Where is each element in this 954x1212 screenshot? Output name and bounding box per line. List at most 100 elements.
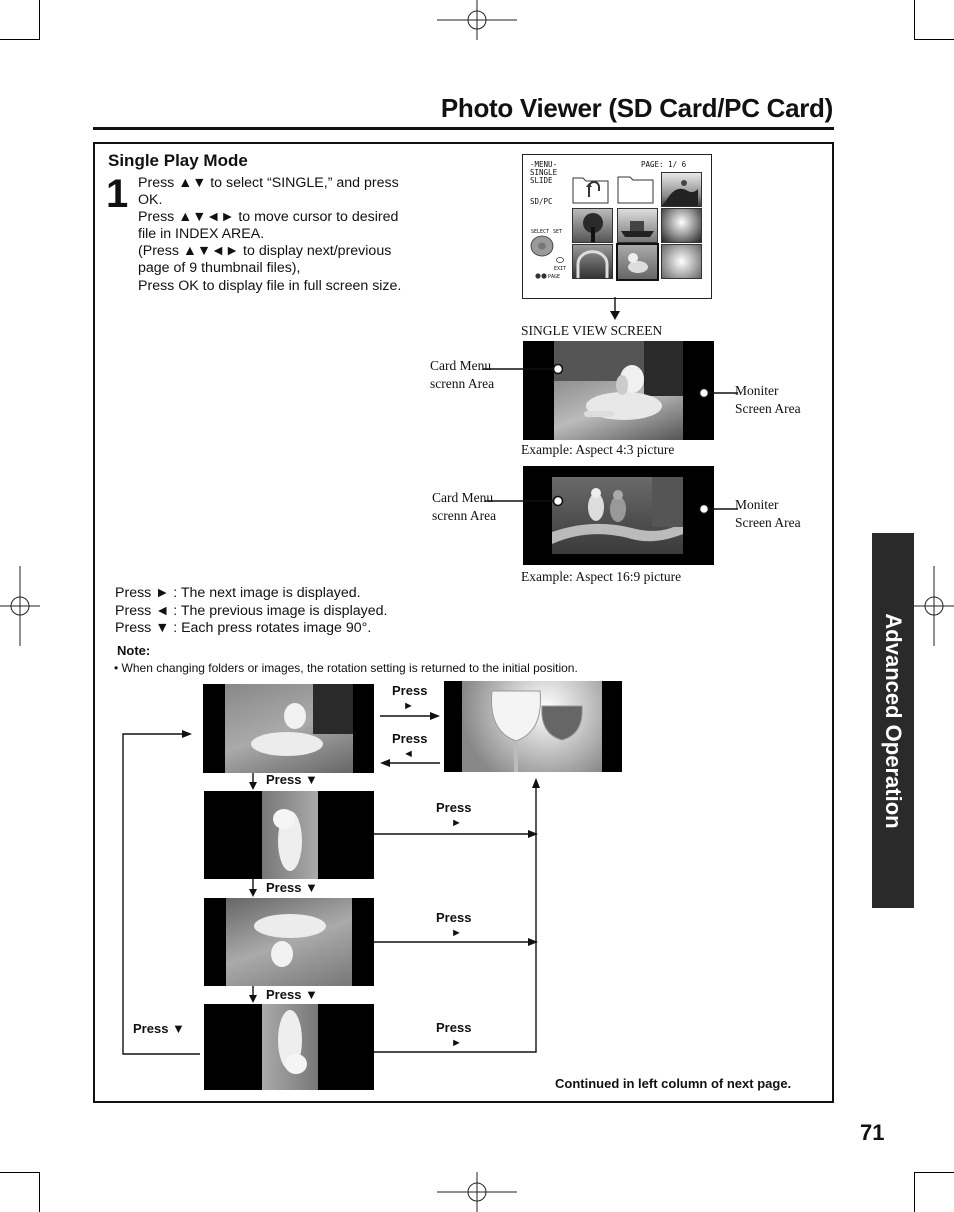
step-number: 1	[106, 172, 129, 216]
page-title: Photo Viewer (SD Card/PC Card)	[440, 93, 833, 123]
flow-screen-4	[204, 1004, 374, 1090]
flow-label-press: Press	[392, 731, 428, 746]
flow-label-press: Press	[436, 1020, 472, 1035]
thumbnail-ship	[617, 208, 658, 243]
title-rule	[93, 127, 834, 130]
dog-photo-rotated-270	[262, 1004, 318, 1090]
step-line: (Press ▲▼◄► to display next/previous	[138, 243, 392, 260]
step-line: file in INDEX AREA.	[138, 226, 265, 243]
dpad-icon	[530, 235, 554, 257]
side-tab: Advanced Operation	[872, 533, 914, 908]
card-menu-line: screnn Area	[430, 375, 495, 391]
exit-button-icon	[556, 257, 564, 263]
thumbnail-sunset	[661, 208, 702, 243]
step-instructions: Press ▲▼ to select “SINGLE,” and press O…	[138, 175, 413, 295]
parrots-photo	[552, 477, 683, 554]
flow-label-press-down: Press ▼	[266, 772, 318, 787]
continued-note: Continued in left column of next page.	[555, 1076, 792, 1091]
thumbnail-arch	[572, 244, 613, 279]
flow-label-arrow: ►	[451, 817, 462, 829]
registration-mark-icon	[437, 1172, 517, 1212]
flow-screen-1	[203, 684, 374, 773]
dog-photo-rotated-90	[262, 791, 318, 879]
crop-mark	[39, 0, 40, 40]
flow-label-arrow: ►	[451, 927, 462, 939]
down-arrow-icon	[610, 297, 620, 320]
crop-mark	[914, 1172, 915, 1212]
set-label: SET	[553, 229, 563, 235]
dog-photo	[554, 341, 683, 440]
press-line: Press ▼ : Each press rotates image 90°.	[115, 620, 372, 637]
thumbnail-dog-selected	[616, 243, 659, 281]
crop-mark	[914, 39, 954, 40]
thumbnail-flower	[661, 244, 702, 279]
note-text: • When changing folders or images, the r…	[114, 661, 578, 675]
example-4-3-caption: Example: Aspect 4:3 picture	[521, 442, 675, 457]
dog-photo-rotated-180	[226, 898, 352, 986]
monitor-line: Screen Area	[735, 514, 801, 530]
step-line: Press OK to display file in full screen …	[138, 277, 402, 294]
step-line: OK.	[138, 192, 163, 209]
step-line: Press ▲▼ to select “SINGLE,” and press	[138, 175, 399, 191]
flow-label-arrow: ►	[451, 1037, 462, 1049]
registration-mark-icon	[437, 0, 517, 40]
flow-label-press: Press	[436, 910, 472, 925]
menu-screen: -MENU- SINGLE SLIDE SD/PC PAGE: 1/ 6 SEL…	[522, 154, 712, 299]
crop-mark	[914, 0, 915, 40]
registration-mark-icon	[0, 566, 40, 646]
card-menu-label: Card Menu screnn Area	[430, 357, 494, 392]
wine-photo	[462, 681, 602, 772]
flow-label-press-down: Press ▼	[266, 880, 318, 895]
monitor-line: Screen Area	[735, 400, 801, 416]
thumbnail-return	[571, 172, 610, 205]
thumbnail-folder	[616, 172, 655, 205]
content-frame	[93, 142, 834, 1103]
monitor-label: Moniter Screen Area	[735, 496, 801, 531]
press-instructions: Press ► : The next image is displayed. P…	[115, 585, 387, 638]
folder-return-icon	[572, 177, 609, 204]
mode-single: SINGLE	[530, 168, 558, 177]
exit-label: EXIT	[554, 266, 567, 272]
page-number: 71	[860, 1120, 885, 1145]
crop-mark	[914, 1172, 954, 1173]
page-button-icon	[535, 273, 547, 279]
flow-screen-2	[204, 791, 374, 879]
card-menu-line: screnn Area	[432, 507, 497, 523]
dog-photo	[225, 684, 353, 773]
flow-label-press: Press	[392, 683, 428, 698]
pointer-line	[698, 503, 738, 515]
crop-mark	[0, 1172, 40, 1173]
flow-label-press: Press	[436, 800, 472, 815]
mode-slide: SLIDE	[530, 176, 553, 185]
monitor-label: Moniter Screen Area	[735, 382, 801, 417]
crop-mark	[0, 39, 40, 40]
select-label: SELECT	[531, 229, 550, 235]
flow-label-press-down: Press ▼	[266, 987, 318, 1002]
example-16-9-caption: Example: Aspect 16:9 picture	[521, 569, 682, 584]
folder-icon	[617, 176, 654, 204]
pointer-line	[698, 387, 738, 399]
card-menu-label: Card Menu screnn Area	[432, 489, 496, 524]
flow-label-arrow: ◄	[403, 748, 414, 760]
flow-label-press-down: Press ▼	[133, 1021, 185, 1036]
flow-label-arrow: ►	[403, 700, 414, 712]
page-indicator: PAGE: 1/ 6	[641, 160, 687, 169]
step-line: page of 9 thumbnail files),	[138, 260, 301, 277]
monitor-line: Moniter	[735, 497, 779, 512]
screen-16-9	[523, 466, 714, 565]
step-line: Press ▲▼◄► to move cursor to desired	[138, 209, 399, 226]
screen-4-3	[523, 341, 714, 440]
thumbnail-tree	[572, 208, 613, 243]
registration-mark-icon	[914, 566, 954, 646]
single-view-caption: SINGLE VIEW SCREEN	[521, 323, 663, 338]
section-heading: Single Play Mode	[108, 151, 248, 170]
press-line: Press ► : The next image is displayed.	[115, 585, 361, 601]
flow-screen-3	[204, 898, 374, 986]
page-button-label: PAGE	[548, 274, 561, 280]
pointer-line	[485, 495, 564, 507]
menu-label: -MENU-	[530, 160, 558, 169]
pointer-line	[483, 363, 563, 375]
monitor-line: Moniter	[735, 383, 779, 398]
card-menu-line: Card Menu	[430, 358, 492, 373]
